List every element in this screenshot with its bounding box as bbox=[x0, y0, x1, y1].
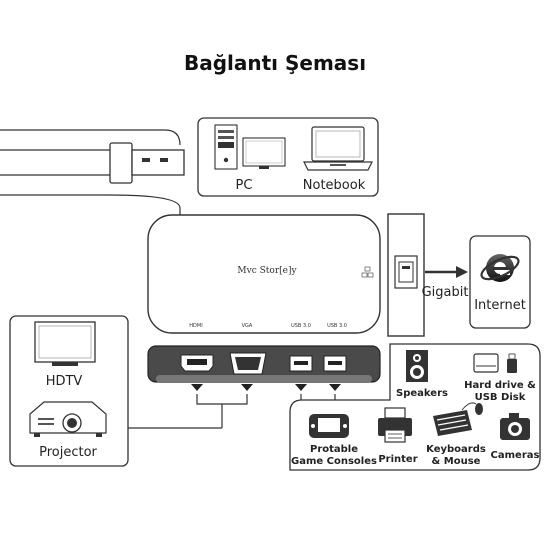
hard-drive-label-line2: USB Disk bbox=[475, 392, 526, 403]
printer-icon bbox=[378, 407, 412, 443]
diagram-title: Bağlantı Şeması bbox=[184, 51, 366, 75]
speakers-icon bbox=[406, 350, 428, 382]
network-arrow bbox=[425, 266, 468, 278]
ethernet-port-panel bbox=[387, 213, 425, 337]
hdtv-label: HDTV bbox=[46, 374, 83, 389]
camera-icon bbox=[500, 413, 530, 440]
keyboards-label-line2: & Mouse bbox=[432, 456, 481, 467]
projector-icon bbox=[29, 401, 107, 437]
hard-drive-label-line1: Hard drive & bbox=[464, 380, 536, 391]
vga-port bbox=[229, 352, 267, 375]
game-consoles-label-line2: Game Consoles bbox=[291, 456, 377, 467]
notebook-label: Notebook bbox=[303, 178, 366, 193]
projector-label: Projector bbox=[39, 445, 97, 460]
keyboards-label-line1: Keyboards bbox=[426, 444, 486, 455]
usb-cable bbox=[0, 129, 185, 229]
notebook-icon bbox=[303, 126, 373, 171]
internet-explorer-icon bbox=[480, 254, 520, 282]
speakers-label: Speakers bbox=[396, 388, 448, 399]
port-arrows bbox=[191, 384, 341, 391]
port-label-usb-2: USB 3.0 bbox=[327, 323, 347, 329]
video-bracket bbox=[196, 394, 248, 405]
network-icon bbox=[361, 266, 374, 278]
port-label-usb-1: USB 3.0 bbox=[291, 323, 311, 329]
pc-label: PC bbox=[236, 178, 253, 193]
keyboard-mouse-icon bbox=[433, 402, 483, 436]
hdtv-icon bbox=[34, 321, 96, 366]
game-consoles-label-line1: Protable bbox=[310, 444, 358, 455]
port-strip bbox=[147, 345, 381, 383]
usb-devices-box bbox=[289, 343, 541, 471]
port-label-hdmi: HDMI bbox=[189, 323, 202, 329]
hard-drive-icon bbox=[473, 353, 517, 373]
usb-port-1 bbox=[289, 355, 313, 372]
game-console-icon bbox=[309, 414, 349, 438]
pc-icon bbox=[214, 124, 286, 170]
hdmi-port bbox=[180, 354, 214, 372]
port-label-vga: VGA bbox=[242, 323, 253, 329]
printer-label: Printer bbox=[378, 454, 417, 465]
usb-hub: Mvc Stor[e]y HDMI VGA USB 3.0 USB 3.0 bbox=[147, 214, 381, 334]
internet-label: Internet bbox=[474, 298, 526, 313]
hub-brand-label: Mvc Stor[e]y bbox=[237, 266, 297, 276]
gigabit-label: Gigabit bbox=[422, 285, 469, 300]
cameras-label: Cameras bbox=[491, 450, 540, 461]
usb-port-2 bbox=[323, 355, 347, 372]
